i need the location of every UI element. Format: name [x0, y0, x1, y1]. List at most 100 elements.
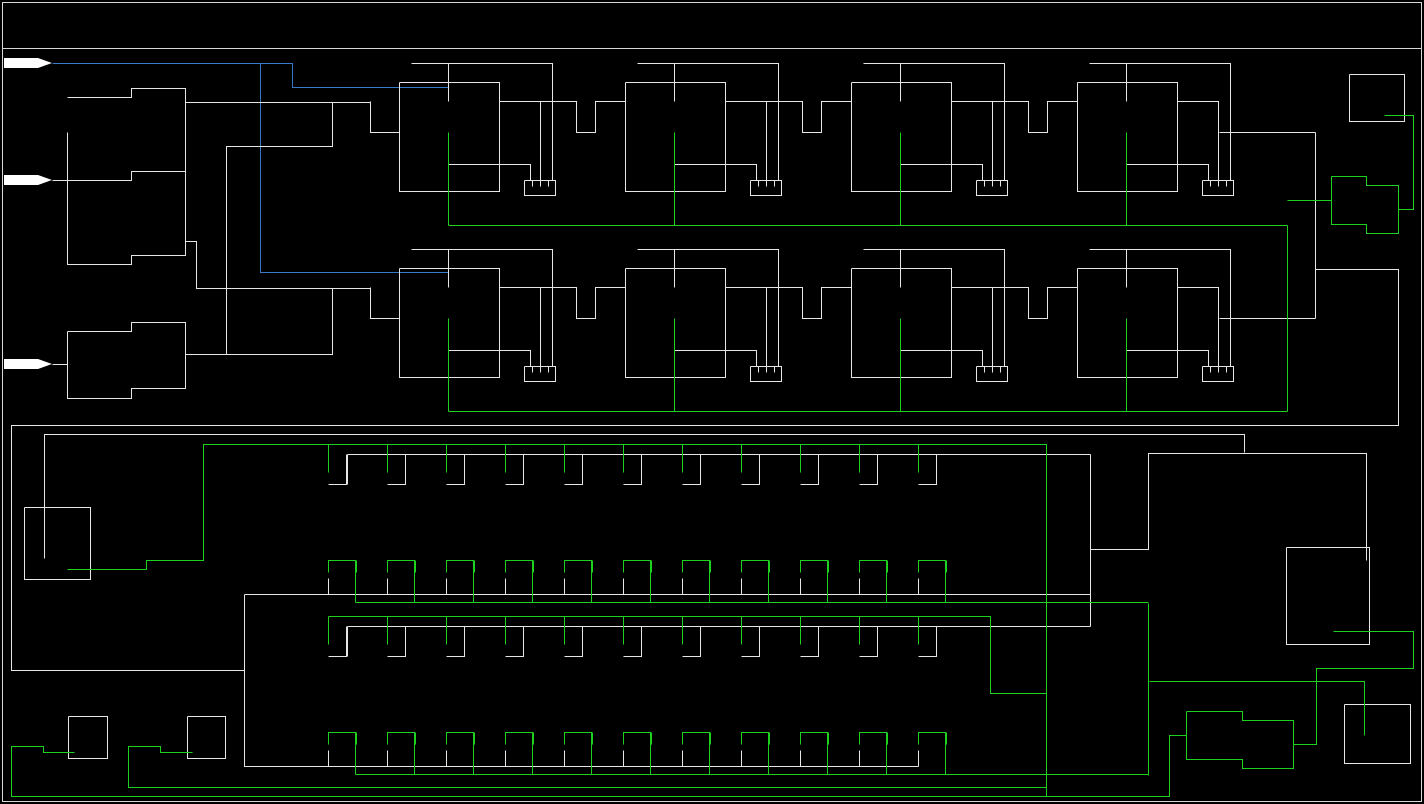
register-bus — [370, 101, 400, 133]
register-cell-wire — [1126, 350, 1209, 367]
bit-green-bracket — [564, 732, 592, 775]
bit-green-bracket — [859, 732, 887, 775]
register-cell-wire — [674, 164, 757, 181]
register-bus — [370, 287, 400, 319]
input-pin-layer — [4, 58, 52, 369]
register-bus — [992, 101, 1078, 133]
register-bus — [766, 101, 852, 133]
register-cell-wire — [900, 350, 983, 367]
green-net-layer — [11, 115, 1414, 797]
bit-row-rail — [244, 594, 919, 767]
bit-white-bracket — [564, 454, 583, 485]
register-bus — [766, 287, 852, 319]
register-cell-wire — [674, 350, 757, 367]
right-logic-block — [1331, 176, 1399, 234]
lower-green-bus — [67, 444, 1047, 797]
bit-green-bracket — [623, 732, 651, 775]
return-bus — [11, 269, 1399, 671]
decoder-wire — [185, 102, 333, 355]
right-green-wire — [1384, 115, 1414, 210]
register-cell-body — [625, 82, 726, 192]
register-port-box — [1202, 366, 1234, 382]
bit-green-bracket — [505, 560, 533, 603]
bit-white-bracket — [741, 454, 760, 485]
bit-white-bracket — [800, 454, 819, 485]
register-cell-wire — [863, 249, 1005, 367]
register-cell-wire — [1089, 63, 1231, 181]
register-cell-wire — [499, 101, 541, 181]
bit-white-bracket — [505, 626, 524, 657]
register-cell-wire — [863, 63, 1005, 181]
right-box — [1344, 704, 1411, 764]
register-port-box — [750, 366, 782, 382]
bit-green-bracket — [446, 732, 474, 775]
register-port-box — [976, 366, 1008, 382]
bit-green-bus — [328, 616, 1047, 694]
register-cell-wire — [900, 164, 983, 181]
register-port-box — [1202, 180, 1234, 196]
bit-green-bracket — [741, 732, 769, 775]
bit-white-bracket — [446, 626, 465, 657]
right-box — [1286, 547, 1370, 645]
register-cell-wire — [1126, 164, 1209, 181]
right-logic-block — [1186, 711, 1294, 769]
bit-white-bracket — [859, 626, 878, 657]
small-box — [68, 716, 108, 759]
right-green-wire — [1149, 681, 1365, 736]
bit-white-bracket — [387, 454, 406, 485]
register-cell-wire — [1089, 249, 1231, 367]
register-cell-body — [1077, 82, 1178, 192]
decoder-wire — [226, 288, 333, 355]
register-cell-wire — [637, 249, 779, 367]
blue-net-wire — [52, 63, 449, 88]
decoder-wire — [52, 171, 186, 181]
decoder-block — [67, 322, 186, 399]
bit-white-bracket — [859, 454, 878, 485]
bit-green-bracket — [623, 560, 651, 603]
register-cell-wire — [951, 287, 993, 367]
register-cell-wire — [1177, 287, 1219, 367]
bit-white-bracket — [387, 626, 406, 657]
bottom-green-bus — [128, 746, 1047, 788]
register-cell-wire — [411, 249, 553, 367]
white-net-layer — [11, 63, 1411, 767]
bit-green-bracket — [800, 732, 828, 775]
register-cell-wire — [725, 101, 767, 181]
right-green-wire — [1293, 631, 1414, 745]
left-box — [24, 507, 91, 580]
input-pin — [4, 359, 52, 369]
register-cell-wire — [725, 287, 767, 367]
decoder-block — [67, 88, 186, 265]
bit-green-bracket — [682, 560, 710, 603]
small-box — [187, 716, 226, 759]
register-bus — [540, 287, 626, 319]
bit-white-bracket — [800, 626, 819, 657]
register-cell-body — [399, 268, 500, 378]
right-box — [1349, 74, 1405, 122]
register-cell-wire — [448, 164, 531, 181]
bit-green-bracket — [387, 732, 415, 775]
bit-green-bracket — [859, 560, 887, 603]
register-cell-wire — [411, 63, 553, 181]
register-cell-wire — [1177, 101, 1219, 181]
bit-green-bracket — [800, 560, 828, 603]
bit-green-bracket — [328, 560, 356, 603]
register-cell-body — [851, 82, 952, 192]
bit-white-bracket — [741, 626, 760, 657]
register-cell-body — [399, 82, 500, 192]
bottom-green-bus — [11, 735, 1187, 797]
lower-white-bus — [44, 434, 1245, 559]
register-port-box — [524, 366, 556, 382]
bit-green-bracket — [328, 732, 356, 775]
bit-green-bracket — [918, 732, 946, 775]
bit-green-bracket — [446, 560, 474, 603]
bit-green-bracket — [505, 732, 533, 775]
register-cell-wire — [499, 287, 541, 367]
bit-green-bracket — [741, 560, 769, 603]
register-port-box — [976, 180, 1008, 196]
register-cell-body — [851, 268, 952, 378]
bit-white-bracket — [623, 626, 642, 657]
bit-white-bracket — [328, 626, 347, 657]
blue-net-layer — [52, 63, 449, 273]
